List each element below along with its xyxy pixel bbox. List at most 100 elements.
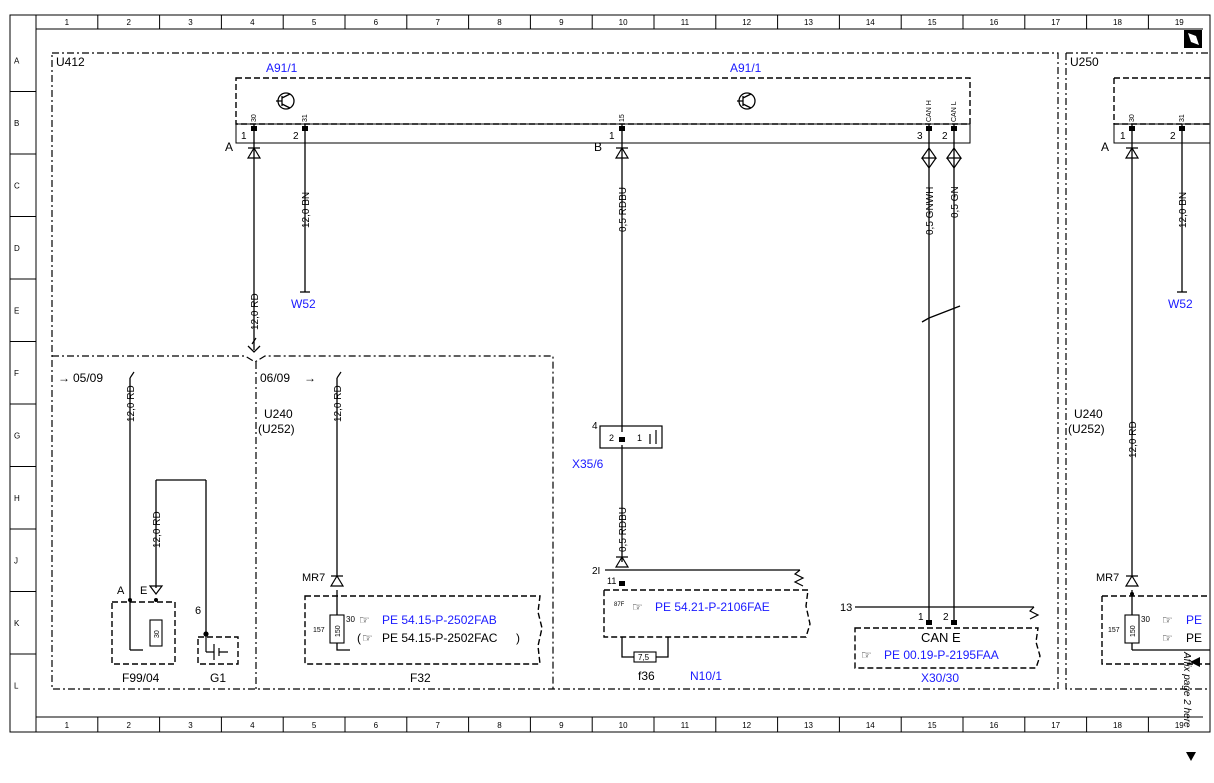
- column-label: 10: [619, 721, 628, 730]
- x35-pin-1: 1: [637, 433, 642, 443]
- pin-num-1b: 1: [609, 131, 615, 142]
- reference-hand-icon: ☞: [1162, 613, 1173, 627]
- pin-30-right-label: 30: [1129, 114, 1136, 122]
- row-label: F: [14, 369, 19, 378]
- fuse-150-right: 150: [1130, 625, 1137, 637]
- column-label: 19: [1175, 721, 1184, 730]
- n10-pin-87f: 87F: [614, 602, 625, 608]
- ref-right-b[interactable]: PE: [1186, 631, 1202, 645]
- pin-157-right: 157: [1108, 627, 1120, 634]
- fuse-symbols: [149, 614, 1140, 663]
- column-label: 16: [989, 18, 998, 27]
- row-label: D: [14, 244, 20, 253]
- column-label: 9: [559, 721, 564, 730]
- row-label: G: [14, 431, 20, 440]
- column-label: 19: [1175, 18, 1184, 27]
- wire-12rd-0609: 12,0 RD: [333, 385, 344, 422]
- row-label: A: [14, 56, 20, 65]
- pin-num-3: 3: [917, 131, 923, 142]
- pin-30-label: 30: [251, 114, 258, 122]
- row-label: J: [14, 556, 18, 565]
- row-label: H: [14, 494, 20, 503]
- wire-05gnwh: 0,5 GNWH: [925, 187, 936, 235]
- column-label: 14: [866, 721, 875, 730]
- pin-157-left: 157: [313, 627, 325, 634]
- column-label: 10: [619, 18, 628, 27]
- column-label: 3: [188, 18, 193, 27]
- wire-12rd-right: 12,0 RD: [1128, 421, 1139, 458]
- variant-u240-right: U240: [1074, 407, 1103, 421]
- pin-num-1a: 1: [241, 131, 247, 142]
- variant-u252-right: (U252): [1068, 422, 1105, 436]
- wire-12rd-f99: 12,0 RD: [152, 511, 163, 548]
- component-a91-right: A91/1: [730, 61, 762, 75]
- column-label: 8: [497, 721, 502, 730]
- ref-n10[interactable]: PE 54.21-P-2106FAE: [655, 600, 770, 614]
- reference-hand-icon: ☞: [632, 600, 643, 614]
- connector-a-right: A: [1101, 140, 1109, 154]
- column-label: 17: [1051, 18, 1060, 27]
- n10-pin-21: 2I: [592, 566, 600, 577]
- column-label: 11: [681, 18, 690, 27]
- row-label: B: [14, 119, 19, 128]
- column-label: 2: [126, 721, 131, 730]
- column-label: 15: [928, 18, 937, 27]
- fuse-75-label: 7,5: [638, 653, 650, 662]
- frame: [9, 14, 1211, 733]
- wire-05rdbu-bottom: 0,5 RDBU: [618, 507, 629, 552]
- connector-b: B: [594, 140, 602, 154]
- zone-boxes: [51, 52, 1210, 690]
- pin-30-right: 30: [1141, 615, 1150, 624]
- wire-12rd-main: 12,0 RD: [250, 293, 261, 330]
- ref-open-paren: (: [357, 631, 361, 645]
- wire-05gn: 0,5 GN: [950, 186, 961, 218]
- ref-arrow-0609: →: [304, 371, 316, 385]
- row-label: E: [14, 306, 19, 315]
- a91-module: [235, 77, 1210, 125]
- mr7-left: MR7: [302, 572, 325, 584]
- variant-u240-left: U240: [264, 407, 293, 421]
- wire-12rd-0509: 12,0 RD: [126, 385, 137, 422]
- junction-dots: [128, 592, 1134, 602]
- component-x35: X35/6: [572, 457, 604, 471]
- ref-f32-b[interactable]: PE 54.15-P-2502FAC: [382, 631, 498, 645]
- x35-pin-4: 4: [592, 421, 598, 432]
- pin-15-label: 15: [619, 114, 626, 122]
- component-boxes: [111, 589, 1210, 669]
- ref-x30[interactable]: PE 00.19-P-2195FAA: [884, 648, 999, 662]
- pin-a-f99: A: [117, 585, 125, 597]
- can-e-label: CAN E: [921, 630, 961, 645]
- battery-icon: [203, 631, 228, 660]
- column-label: 13: [804, 18, 813, 27]
- column-label: 14: [866, 18, 875, 27]
- ground-w52-left: W52: [291, 297, 316, 311]
- component-x30: X30/30: [921, 671, 959, 685]
- a91-pin-row: [235, 123, 1211, 144]
- ref-f32-a[interactable]: PE 54.15-P-2502FAB: [382, 613, 497, 627]
- x35-pin-2: 2: [609, 433, 614, 443]
- column-label: 13: [804, 721, 813, 730]
- ref-arrow-0509: →: [58, 371, 70, 385]
- x30-pin-13: 13: [840, 602, 852, 614]
- reference-hand-icon: ☞: [861, 648, 872, 662]
- column-label: 6: [374, 18, 379, 27]
- n10-pin-11: 11: [607, 576, 616, 586]
- mr7-right: MR7: [1096, 572, 1119, 584]
- column-label: 2: [126, 18, 131, 27]
- x35-connector: [599, 425, 663, 449]
- column-label: 6: [374, 721, 379, 730]
- ground-w52-right: W52: [1168, 297, 1193, 311]
- wire-12bn-left: 12,0 BN: [301, 192, 312, 228]
- pin-markers: [251, 126, 1185, 625]
- reference-hand-icon: ☞: [359, 613, 370, 627]
- arrow-glyphs: [1186, 657, 1200, 761]
- column-label: 18: [1113, 18, 1122, 27]
- labels: U412 U250 A91/1 A91/1 30 31 15 CAN H CAN…: [56, 55, 1202, 728]
- pin-num-2a: 2: [293, 131, 299, 142]
- ref-right-a[interactable]: PE: [1186, 613, 1202, 627]
- ref-0609: 06/09: [260, 371, 290, 385]
- column-label: 1: [65, 721, 70, 730]
